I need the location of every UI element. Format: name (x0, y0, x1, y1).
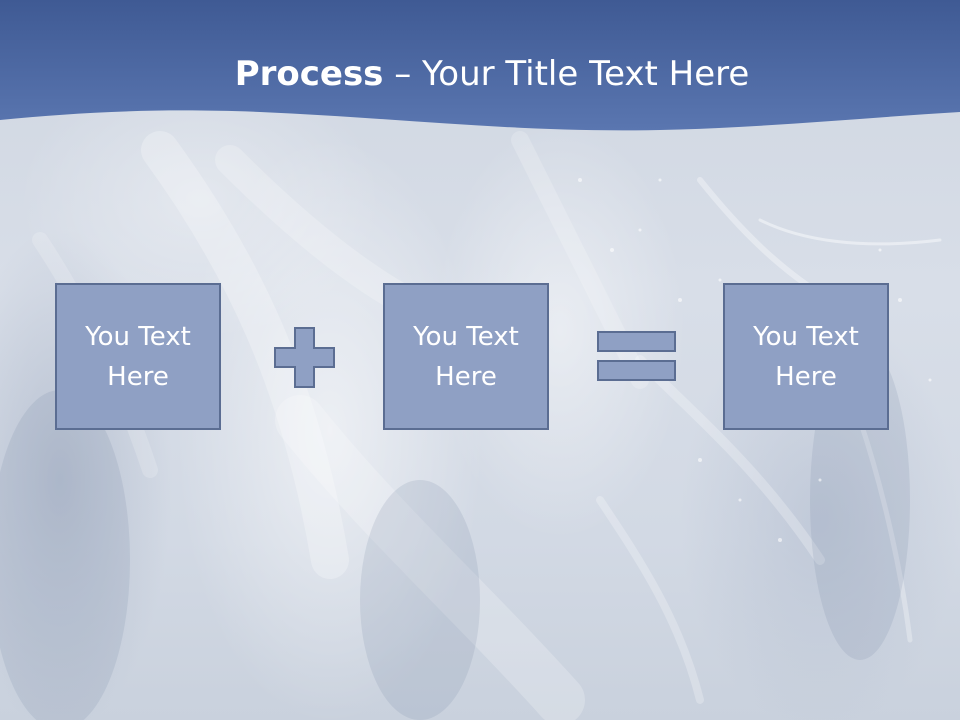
process-box-label: You Text Here (413, 321, 519, 392)
process-box-2[interactable]: You Text Here (383, 283, 549, 430)
process-box-1[interactable]: You Text Here (55, 283, 221, 430)
plus-icon (274, 327, 335, 388)
slide-title: Process – Your Title Text Here (0, 52, 960, 96)
title-banner (0, 0, 960, 131)
process-box-label: You Text Here (753, 321, 859, 392)
slide-title-bold: Process (234, 54, 384, 94)
process-box-3[interactable]: You Text Here (723, 283, 889, 430)
slide-title-rest: – Your Title Text Here (383, 54, 750, 94)
process-box-label: You Text Here (85, 321, 191, 392)
equals-icon (597, 331, 676, 381)
